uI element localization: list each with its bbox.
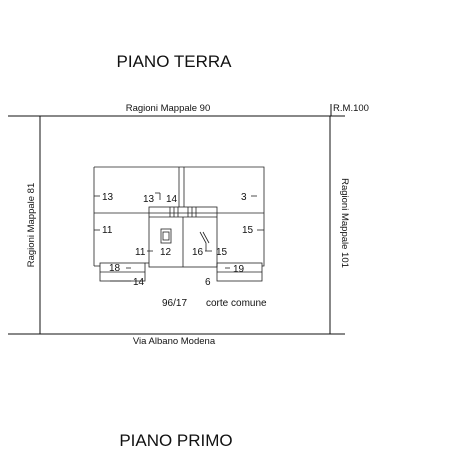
subunit-16: 16 xyxy=(192,247,204,258)
west-boundary-label: Ragioni Mappale 81 xyxy=(26,183,37,268)
subunit-11-left: 11 xyxy=(102,225,113,236)
title-first-floor: PIANO PRIMO xyxy=(119,431,232,450)
subunit-6: 6 xyxy=(205,277,211,288)
subunit-14-mid: 14 xyxy=(166,194,178,205)
south-boundary-label: Via Albano Modena xyxy=(133,336,216,347)
subunit-15-mid: 15 xyxy=(216,247,228,258)
subunit-3: 3 xyxy=(241,192,247,203)
subunit-15-right: 15 xyxy=(242,225,254,236)
subunit-13-left: 13 xyxy=(102,192,114,203)
building xyxy=(93,166,265,282)
subunit-14-bottom: 14 xyxy=(133,277,145,288)
north-boundary-label: Ragioni Mappale 90 xyxy=(126,103,211,114)
subunit-19: 19 xyxy=(233,264,245,275)
subunit-13-mid: 13 xyxy=(143,194,155,205)
east-boundary-label: Ragioni Mappale 101 xyxy=(339,178,350,268)
leader-lines xyxy=(94,192,264,282)
title-ground-floor: PIANO TERRA xyxy=(117,52,233,71)
common-area-label: corte comune xyxy=(206,298,267,309)
subunit-18: 18 xyxy=(109,263,121,274)
north-east-boundary-label: R.M.100 xyxy=(333,103,369,114)
subunit-11-mid: 11 xyxy=(135,247,146,258)
subunit-12: 12 xyxy=(160,247,172,258)
parcel-number: 96/17 xyxy=(162,298,187,309)
